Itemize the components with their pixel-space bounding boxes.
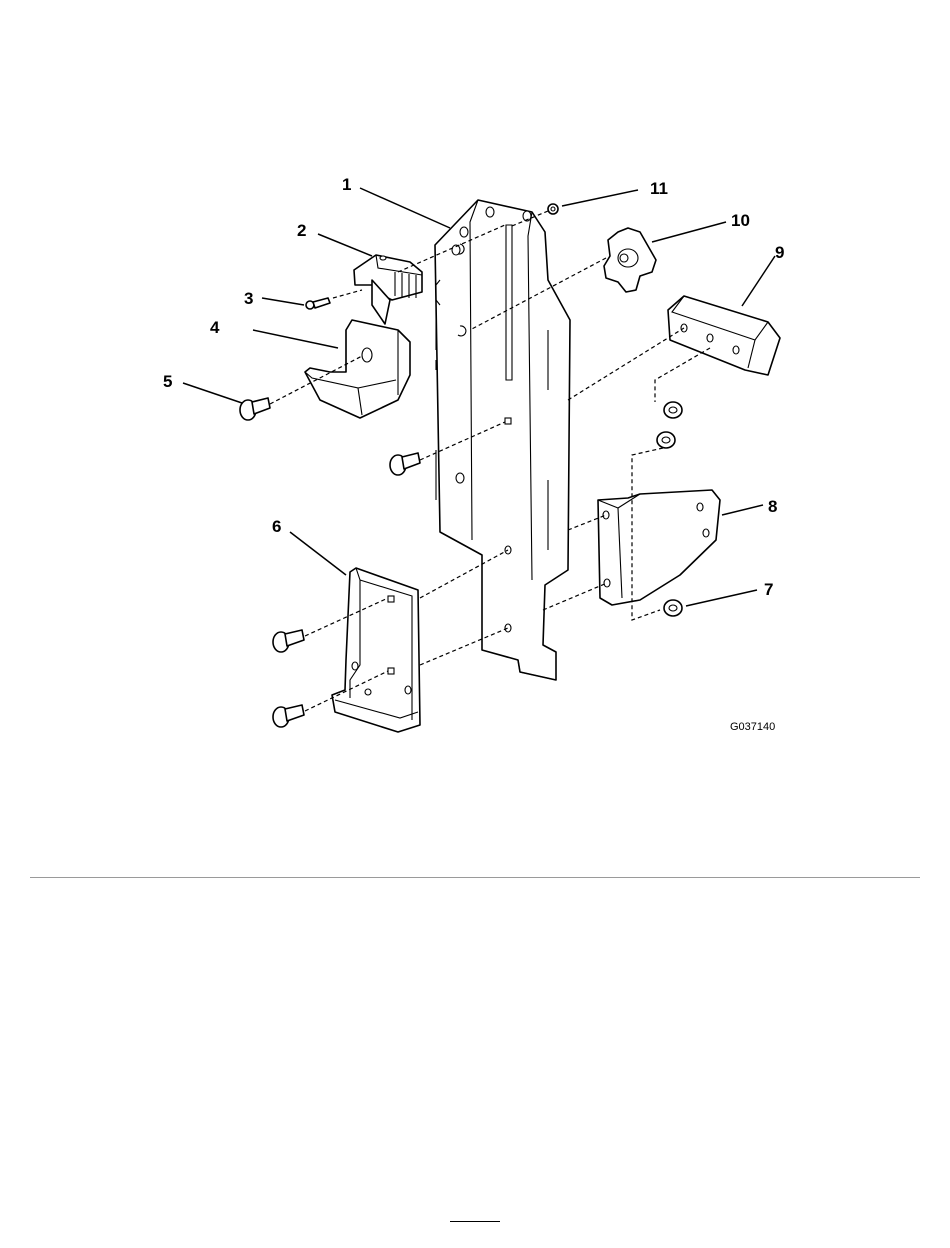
callout-6: 6 <box>272 517 281 536</box>
callout-11: 11 <box>650 179 668 198</box>
page-footer-rule <box>450 1221 500 1222</box>
flange-nut-2 <box>657 432 675 448</box>
part-6-channel-bracket <box>332 568 420 732</box>
part-5-carriage-bolt <box>240 398 270 420</box>
callout-10: 10 <box>731 211 750 230</box>
part-7-flange-nut <box>664 402 682 418</box>
callout-7: 7 <box>764 580 773 599</box>
callout-4: 4 <box>210 318 220 337</box>
flange-nut-3 <box>664 600 682 616</box>
part-8-angle-bracket <box>598 490 720 605</box>
callout-3: 3 <box>244 289 253 308</box>
callout-8: 8 <box>768 497 777 516</box>
section-divider <box>30 877 920 878</box>
part-4-u-bracket <box>305 320 410 418</box>
part-11-nut <box>548 204 558 214</box>
part-1-mounting-plate <box>435 200 570 680</box>
carriage-bolt-lower-2 <box>273 705 304 727</box>
carriage-bolt-lower-1 <box>273 630 304 652</box>
callout-1: 1 <box>342 175 351 194</box>
callout-5: 5 <box>163 372 172 391</box>
part-3-screw <box>306 298 330 309</box>
callout-2: 2 <box>297 221 306 240</box>
part-10-star-knob <box>604 228 656 292</box>
drawing-id: G037140 <box>730 721 775 733</box>
carriage-bolt-middle <box>390 453 420 475</box>
callout-9: 9 <box>775 243 784 262</box>
